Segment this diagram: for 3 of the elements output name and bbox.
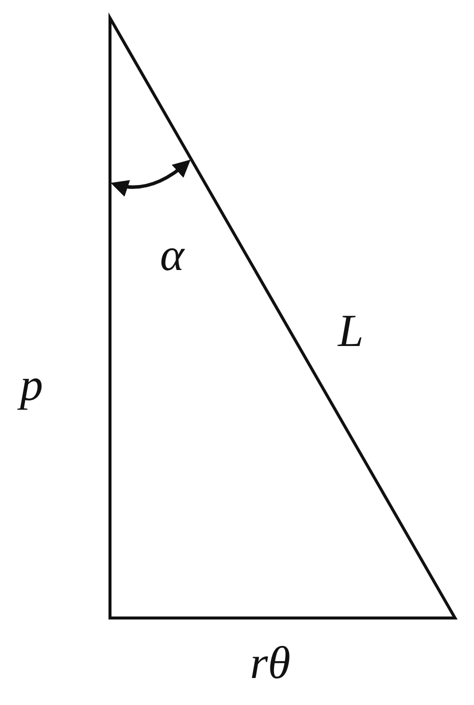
angle-label: α <box>160 232 184 278</box>
side-label: L <box>338 308 364 354</box>
side-label: rθ <box>250 640 290 686</box>
